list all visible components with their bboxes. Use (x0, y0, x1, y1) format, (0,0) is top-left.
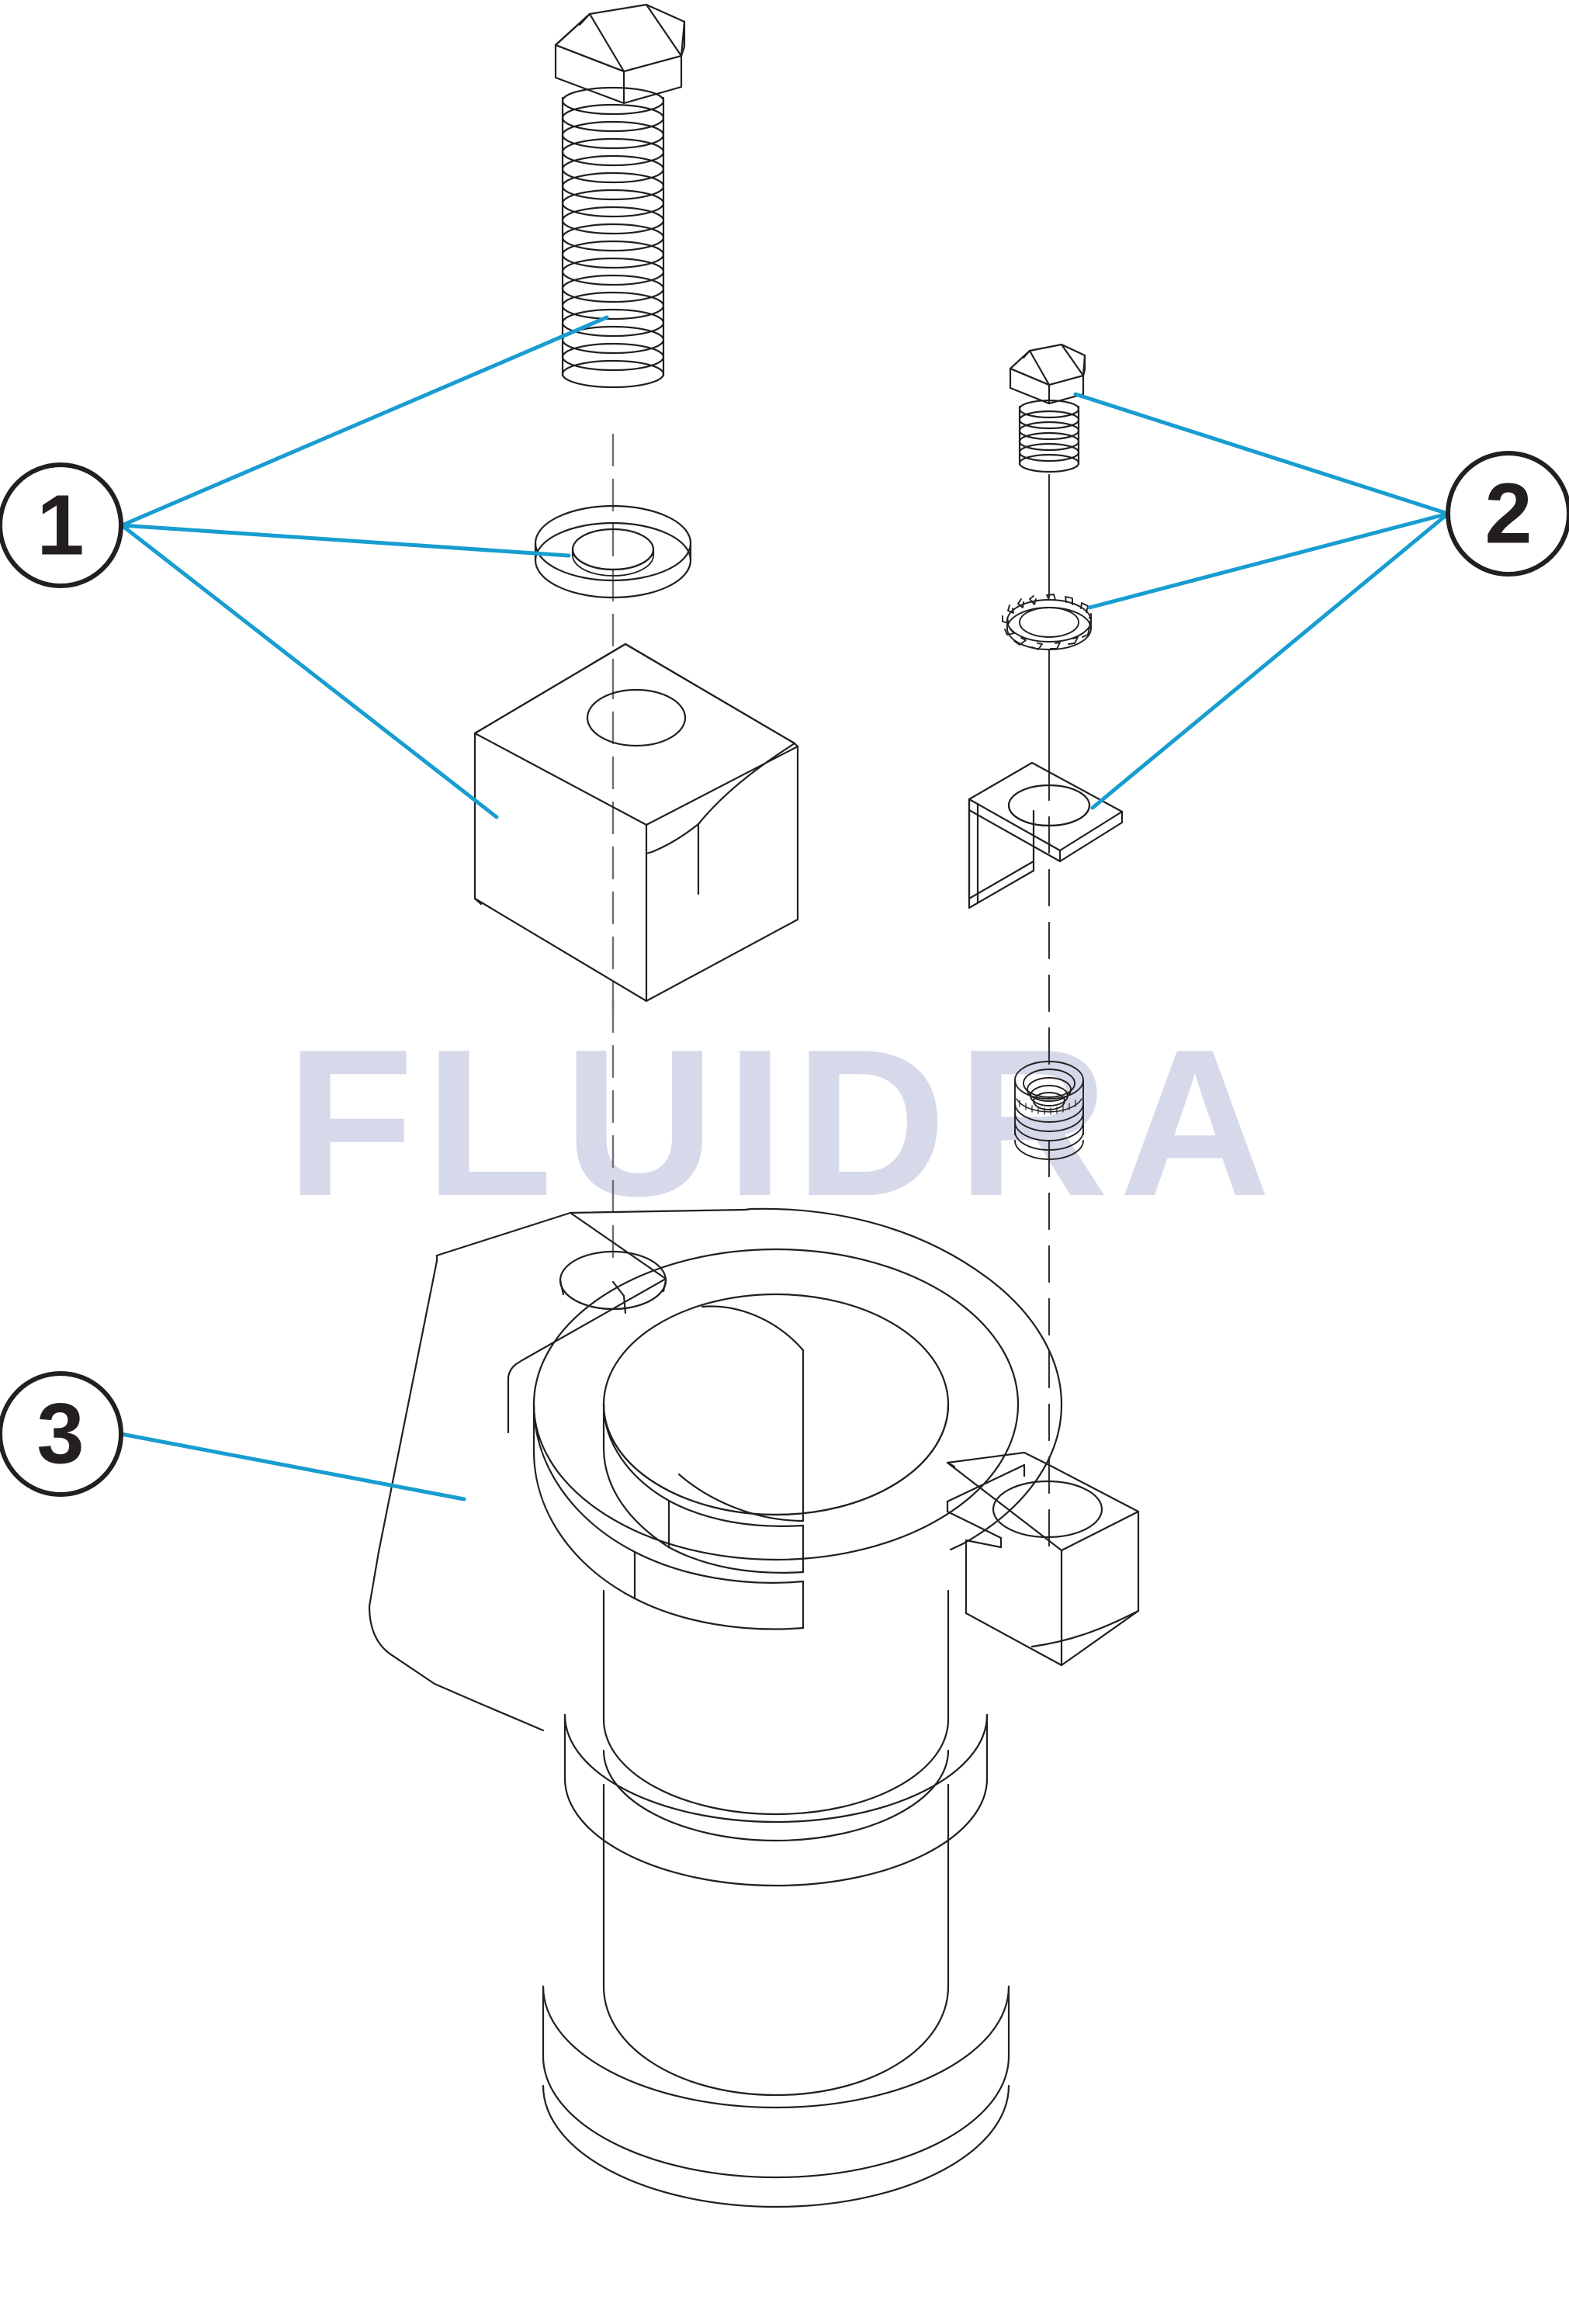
right-lug (946, 1451, 1140, 1667)
callout-1[interactable]: 1 (0, 462, 123, 588)
main-body-arm (368, 1211, 667, 1732)
serrated-lock-washer (1002, 594, 1092, 650)
leader-lines-callout-1 (119, 315, 609, 819)
callout-3[interactable]: 3 (0, 1371, 123, 1497)
body-barrel (542, 1589, 1010, 2208)
flat-washer (534, 504, 692, 599)
threaded-insert (1014, 1061, 1084, 1160)
leader-lines-callout-3 (119, 1432, 466, 1501)
hex-bolt-long (554, 3, 686, 389)
l-bracket (968, 761, 1124, 909)
split-collar (532, 1248, 1020, 1630)
hex-bolt-short (1009, 343, 1086, 473)
callout-1-label: 1 (36, 478, 84, 573)
clamp-block (473, 642, 799, 1003)
main-body (368, 1207, 1140, 2208)
callout-2-label: 2 (1484, 466, 1532, 562)
fluidra-watermark: FLUIDRA (286, 1006, 1282, 1240)
arm-bolt-hole (559, 1250, 667, 1314)
callout-3-label: 3 (36, 1387, 84, 1482)
callout-2[interactable]: 2 (1446, 451, 1569, 577)
leader-lines-callout-2 (1073, 392, 1450, 810)
